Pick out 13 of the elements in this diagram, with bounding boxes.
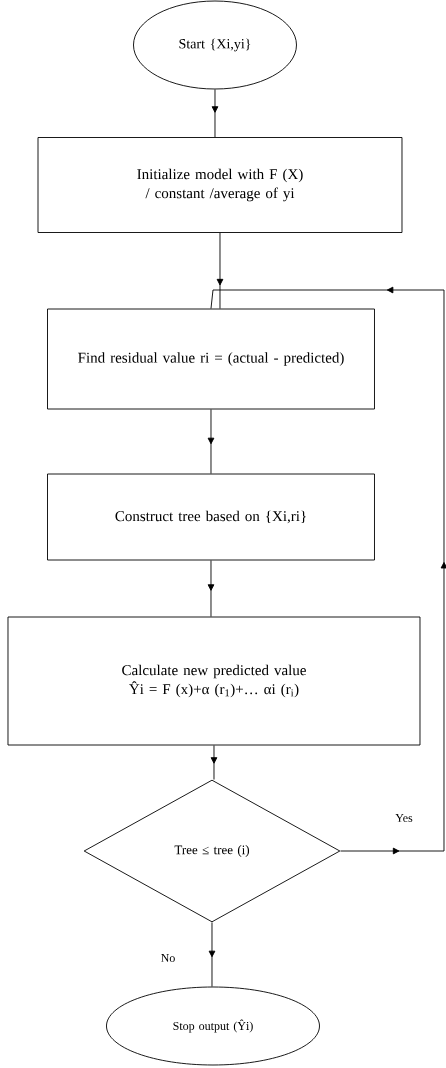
process-box: Calculate new predicted value Ŷi = F (x)+α (r$_{1}$)+… αi (r$_{i}$) bbox=[7, 616, 421, 746]
edge-label: Yes bbox=[394, 813, 414, 823]
arrow bbox=[207, 560, 215, 617]
arrow bbox=[210, 286, 446, 855]
arrow bbox=[210, 745, 218, 780]
edge-label: No bbox=[159, 953, 177, 963]
arrow bbox=[211, 89, 219, 138]
arrow bbox=[207, 409, 215, 474]
process-box: Initialize model with F (X) / constant /average of yi bbox=[37, 137, 403, 233]
process-box: Find residual value ri = (actual - predicted) bbox=[47, 308, 375, 410]
arrow bbox=[208, 922, 216, 987]
process-box: Construct tree based on {Xi,ri} bbox=[47, 473, 375, 561]
arrow bbox=[216, 232, 224, 309]
